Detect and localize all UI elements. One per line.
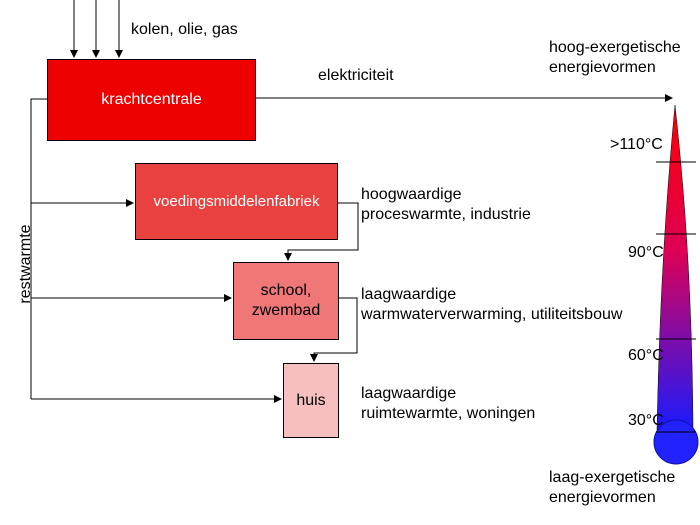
house-box: huis	[283, 363, 339, 438]
fuel-label: kolen, olie, gas	[131, 21, 238, 38]
electricity-label: elektriciteit	[318, 67, 394, 84]
use-low2-line2: ruimtewarmte, woningen	[361, 405, 536, 422]
food-factory-label: voedingsmiddelenfabriek	[153, 192, 320, 210]
cascade-school-to-house	[310, 297, 358, 362]
power-plant-box: krachtcentrale	[47, 59, 256, 141]
school-box: school, zwembad	[233, 262, 339, 340]
use-high-line2: proceswarmte, industrie	[361, 206, 531, 223]
waste-heat-label: restwarmte	[17, 224, 34, 304]
school-label-line2: zwembad	[251, 302, 321, 319]
use-low1-line1: laagwaardige	[361, 286, 457, 303]
scale-bottom-line2: energievormen	[549, 489, 656, 506]
scale-bottom-line1: laag-exergetische	[549, 469, 676, 486]
school-label-line1: school,	[260, 282, 312, 299]
tick-label-90: 90°C	[628, 244, 664, 261]
use-low2-line1: laagwaardige	[361, 385, 457, 402]
house-label: huis	[296, 391, 326, 409]
thermometer-bulb	[653, 419, 699, 465]
tick-label-110: >110°C	[610, 136, 663, 153]
power-plant-label: krachtcentrale	[101, 91, 202, 108]
scale-top-line1: hoog-exergetische	[549, 39, 681, 56]
scale-top-line2: energievormen	[549, 59, 656, 76]
tick-label-60: 60°C	[628, 347, 664, 364]
use-low1-line2: warmwaterverwarming, utiliteitsbouw	[361, 306, 623, 323]
food-factory-box: voedingsmiddelenfabriek	[135, 163, 338, 240]
waste-heat-trunk	[30, 98, 47, 399]
cascade-factory-to-school	[284, 202, 359, 261]
tick-label-30: 30°C	[628, 412, 664, 429]
use-high-line1: hoogwaardige	[361, 186, 462, 203]
